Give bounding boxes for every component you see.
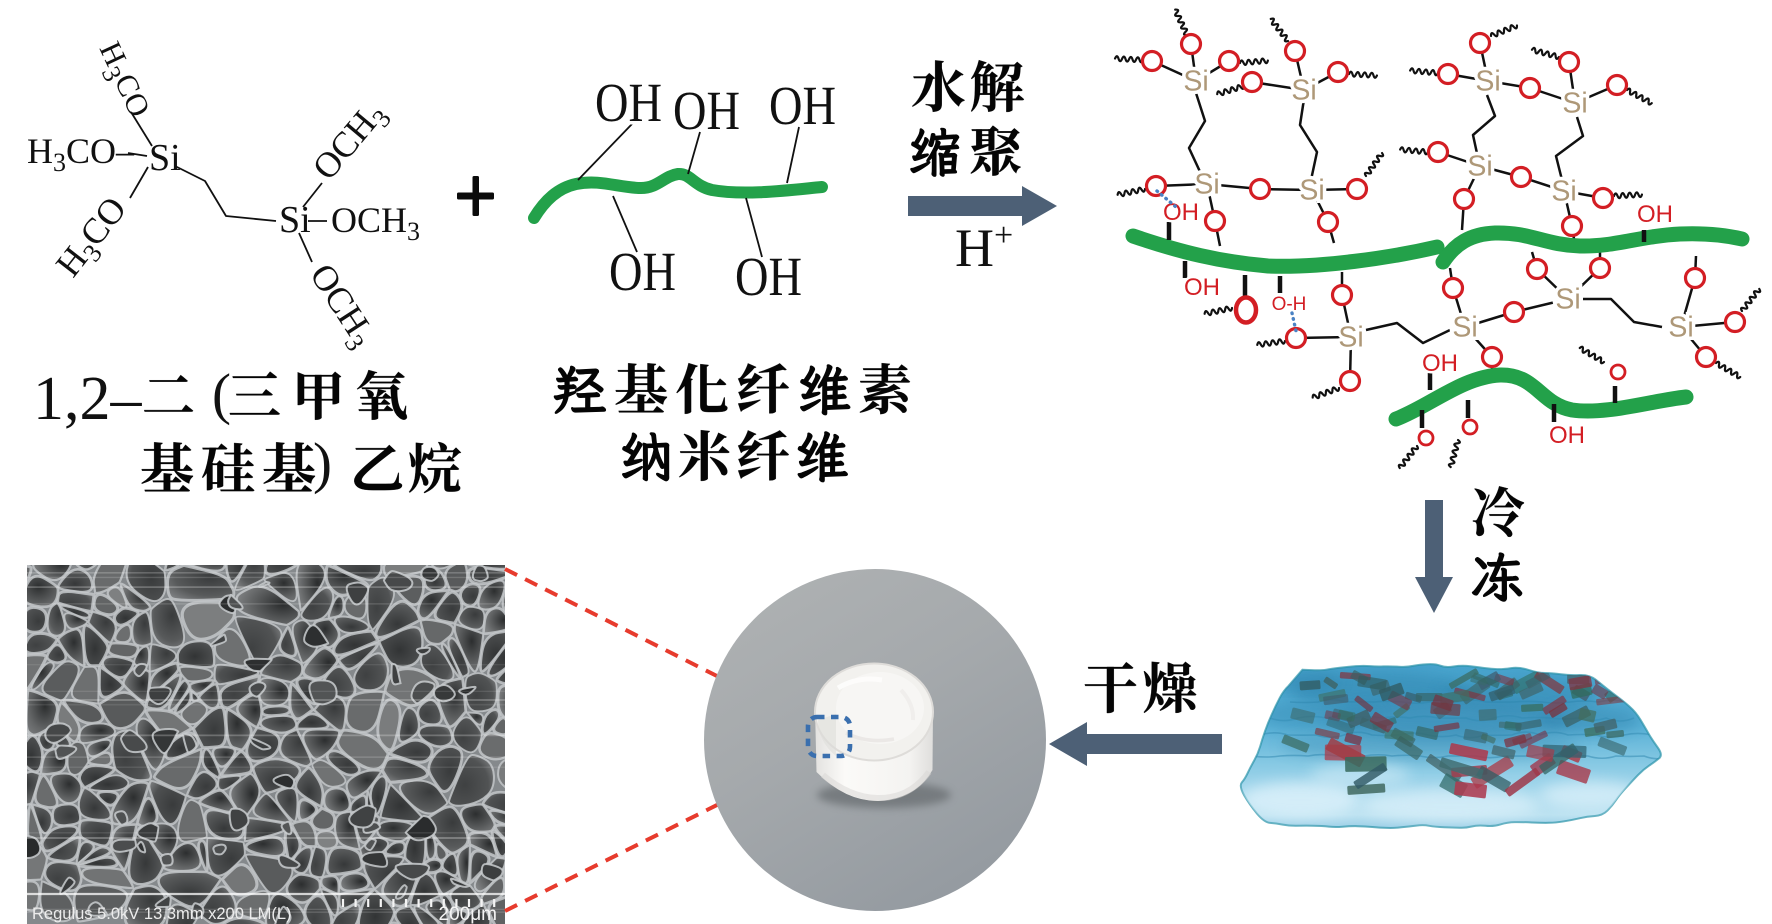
svg-text:Si: Si [1555,284,1580,316]
svg-text:OH: OH [1184,274,1220,301]
svg-text:OH: OH [1549,422,1585,449]
svg-text:Si: Si [1452,312,1477,344]
svg-text:H3CO–: H3CO– [27,131,135,177]
svg-text:OH: OH [595,72,662,133]
svg-text:OH: OH [1637,201,1673,228]
svg-text:OH: OH [609,241,676,302]
svg-text:Si: Si [1299,175,1324,207]
svg-text:Si: Si [1551,176,1576,208]
svg-text:OCH3: OCH3 [331,200,420,246]
svg-text:Si: Si [279,199,311,241]
svg-text:Si: Si [1183,66,1208,98]
svg-text:Si: Si [149,137,181,179]
svg-text:Si: Si [1467,151,1492,183]
svg-text:OH: OH [735,246,802,307]
svg-text:Si: Si [1194,169,1219,201]
svg-text:1,2–: 1,2– [33,365,143,433]
svg-text:Si: Si [1291,75,1316,107]
svg-text:Si: Si [1562,88,1587,120]
svg-text:Regulus 5.0kV 13.3mm x200 LM(L: Regulus 5.0kV 13.3mm x200 LM(L) [32,905,292,923]
svg-text:(: ( [212,363,231,426]
svg-text:O-H: O-H [1272,294,1307,315]
svg-text:Si: Si [1668,312,1693,344]
svg-text:OH: OH [1163,199,1199,226]
svg-text:OH: OH [673,80,740,141]
svg-text:): ) [313,432,332,495]
svg-text:Si: Si [1475,66,1500,98]
svg-text:200μm: 200μm [439,904,497,924]
svg-text:OH: OH [1422,350,1458,377]
svg-text:OH: OH [769,75,836,136]
svg-text:Si: Si [1338,322,1363,354]
